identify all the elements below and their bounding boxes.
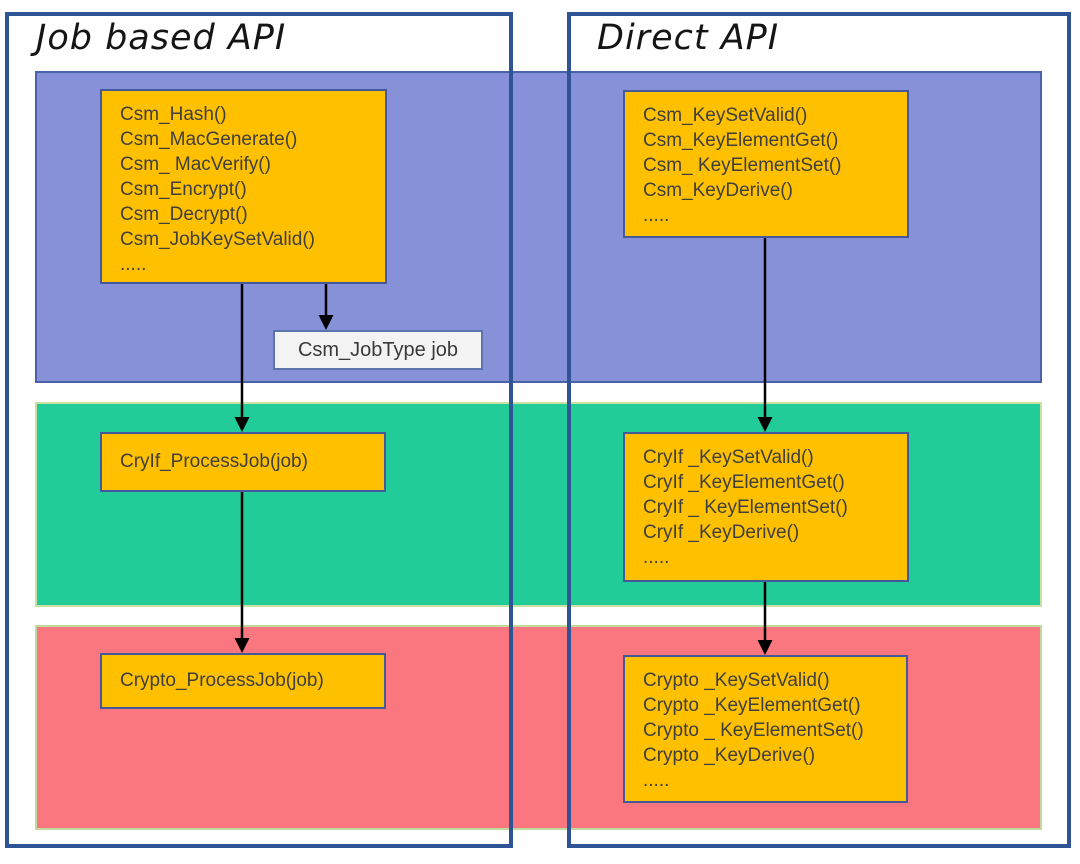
ellipsis-text: ..... (643, 547, 670, 568)
ellipsis-text: ..... (643, 770, 670, 791)
function-name: Crypto _ KeyElementSet() (643, 720, 864, 741)
function-name: Crypto _KeyDerive() (643, 745, 816, 766)
csm-job-api-box: Csm_Hash() Csm_MacGenerate() Csm_ MacVer… (100, 89, 387, 284)
crypto-direct-api-box: Crypto _KeySetValid() Crypto _KeyElement… (623, 655, 908, 803)
function-name: Crypto _KeyElementGet() (643, 695, 861, 716)
function-name: Csm_MacGenerate() (120, 129, 298, 150)
function-name: CryIf _KeyDerive() (643, 522, 800, 543)
function-name: Csm_ KeyElementSet() (643, 155, 842, 176)
jobtype-label: Csm_JobType job (297, 338, 459, 361)
direct-api-title: Direct API (597, 18, 780, 58)
crypto-processjob-box: Crypto_ProcessJob(job) (100, 653, 386, 709)
cryif-direct-api-box: CryIf _KeySetValid() CryIf _KeyElementGe… (623, 432, 909, 582)
ellipsis-text: ..... (643, 205, 670, 226)
function-name: Csm_Encrypt() (120, 179, 247, 200)
ellipsis-text: ..... (120, 254, 147, 275)
function-name: Csm_JobKeySetValid() (120, 229, 316, 250)
function-name: Csm_Decrypt() (120, 204, 248, 225)
cryif-processjob-box: CryIf_ProcessJob(job) (100, 432, 386, 492)
csm-direct-api-box: Csm_KeySetValid() Csm_KeyElementGet() Cs… (623, 90, 909, 238)
function-name: CryIf _KeySetValid() (643, 447, 814, 468)
function-name: Crypto_ProcessJob(job) (120, 670, 324, 691)
function-name: Csm_KeyElementGet() (643, 130, 839, 151)
function-name: Crypto _KeySetValid() (643, 670, 830, 691)
function-name: Csm_KeyDerive() (643, 180, 793, 201)
function-name: Csm_KeySetValid() (643, 105, 808, 126)
csm-jobtype-box: Csm_JobType job (273, 330, 483, 370)
function-name: CryIf _KeyElementGet() (643, 472, 845, 493)
function-name: CryIf_ProcessJob(job) (120, 451, 308, 472)
direct-api-frame (567, 12, 1071, 848)
job-based-api-frame (5, 12, 513, 848)
function-name: Csm_ MacVerify() (120, 154, 271, 175)
function-name: CryIf _ KeyElementSet() (643, 497, 848, 518)
function-name: Csm_Hash() (120, 104, 227, 125)
job-based-api-title: Job based API (36, 18, 287, 58)
